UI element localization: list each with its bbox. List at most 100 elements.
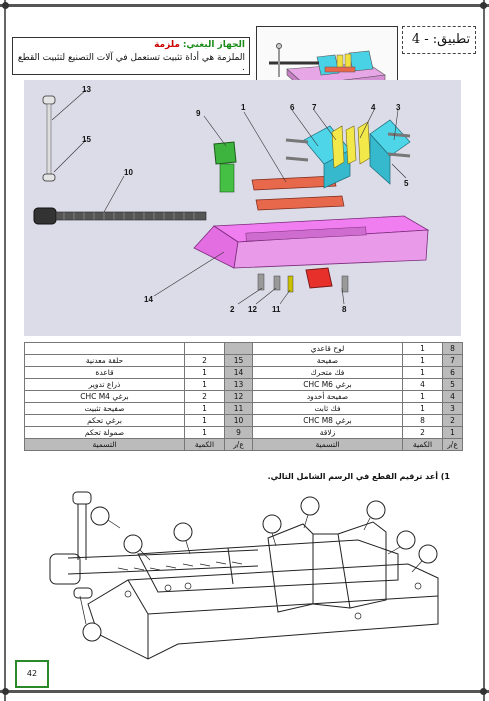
callout-label: 14	[144, 295, 153, 304]
callout-label: 11	[272, 305, 281, 314]
table-header-cell: الكمية	[184, 438, 225, 451]
table-cell-qty: 1	[402, 366, 443, 379]
table-cell-num	[224, 342, 253, 355]
page-number: 42	[15, 660, 49, 688]
table-cell-qty: 1	[402, 390, 443, 403]
table-cell-qty: 1	[184, 426, 225, 439]
exploded-view-diagram: 13 15 10 9 1 6 7 4 3 5 14 2 12 11 8	[24, 80, 461, 336]
page-border-left	[4, 0, 6, 701]
table-cell-num: 7	[442, 354, 463, 367]
callout-label: 3	[396, 103, 401, 112]
table-cell-name: فك ثابت	[252, 402, 403, 415]
table-cell-qty: 1	[402, 354, 443, 367]
table-cell-name: صمولة تحكم	[24, 426, 185, 439]
callout-label: 7	[312, 103, 317, 112]
callout-label: 12	[248, 305, 257, 314]
table-header-cell: الكمية	[402, 438, 443, 451]
table-header-row: ع/ر الكمية التسمية ع/ر الكمية التسمية	[24, 438, 463, 451]
table-header-cell: ع/ر	[224, 438, 253, 451]
table-row: 4 1 صفيحة أخدود 12 2 برغي CHC M4	[24, 390, 463, 403]
table-cell-num: 11	[224, 402, 253, 415]
question-1: 1) أعد ترقيم القطع في الرسم الشامل التال…	[250, 472, 450, 481]
page-border-right	[483, 0, 485, 701]
table-cell-qty: 1	[184, 366, 225, 379]
table-cell-num: 3	[442, 402, 463, 415]
table-cell-qty: 1	[184, 414, 225, 427]
table-header-cell: التسمية	[24, 438, 185, 451]
table-cell-name: فك متحرك	[252, 366, 403, 379]
page-border-top	[0, 4, 489, 7]
table-row: 1 2 زلاقة 9 1 صمولة تحكم	[24, 426, 463, 439]
table-cell-num: 9	[224, 426, 253, 439]
table-row: 7 1 صفيحة 15 2 حلقة معدنية	[24, 354, 463, 367]
parts-list-table: 8 1 لوح قاعدي 7 1 صفيحة 15 2 حلقة معدنية…	[24, 342, 463, 451]
callout-label: 6	[290, 103, 295, 112]
device-name: ملزمة	[154, 40, 180, 50]
callout-label: 13	[82, 85, 91, 94]
table-cell-num: 2	[442, 414, 463, 427]
callout-label: 10	[124, 168, 133, 177]
table-cell-num: 14	[224, 366, 253, 379]
callout-label: 8	[342, 305, 347, 314]
table-cell-qty: 1	[184, 402, 225, 415]
table-cell-qty: 1	[184, 378, 225, 391]
table-cell-name: صفيحة تثبيت	[24, 402, 185, 415]
table-cell-name: برغي CHC M8	[252, 414, 403, 427]
table-row: 8 1 لوح قاعدي	[24, 342, 463, 355]
table-cell-qty: 1	[402, 342, 443, 355]
table-cell-num: 1	[442, 426, 463, 439]
table-cell-name: صفيحة أخدود	[252, 390, 403, 403]
table-cell-num: 12	[224, 390, 253, 403]
table-cell-name: حلقة معدنية	[24, 354, 185, 367]
table-cell-name: ذراع تدوير	[24, 378, 185, 391]
question-number: 1)	[440, 472, 450, 481]
table-cell-num: 10	[224, 414, 253, 427]
section-heading: تطبيق: - 4	[402, 26, 476, 54]
table-cell-qty: 2	[184, 390, 225, 403]
callout-label: 15	[82, 135, 91, 144]
table-row: 3 1 فك ثابت 11 1 صفيحة تثبيت	[24, 402, 463, 415]
section-title: تطبيق:	[432, 32, 471, 47]
vise-thumbnail	[256, 26, 398, 96]
table-cell-qty: 2	[402, 426, 443, 439]
question-text: أعد ترقيم القطع في الرسم الشامل التالي.	[267, 472, 438, 481]
table-cell-name: زلاقة	[252, 426, 403, 439]
corner-dot	[480, 688, 487, 695]
device-info-box: الجهاز البغني: ملزمة الملزمة هي أداة تثب…	[12, 37, 250, 75]
table-header-cell: ع/ر	[442, 438, 463, 451]
callout-label: 5	[404, 179, 409, 188]
table-cell-name: برغي CHC M6	[252, 378, 403, 391]
callout-label: 2	[230, 305, 235, 314]
table-cell-qty: 1	[402, 402, 443, 415]
assembly-drawing	[28, 484, 460, 674]
table-row: 6 1 فك متحرك 14 1 قاعدة	[24, 366, 463, 379]
table-cell-qty	[184, 342, 225, 355]
table-cell-num: 6	[442, 366, 463, 379]
callout-label: 1	[241, 103, 246, 112]
table-row: 2 8 برغي CHC M8 10 1 برغي تحكم	[24, 414, 463, 427]
table-cell-name: صفيحة	[252, 354, 403, 367]
table-cell-num: 4	[442, 390, 463, 403]
table-cell-name: لوح قاعدي	[252, 342, 403, 355]
table-cell-name: قاعدة	[24, 366, 185, 379]
table-cell-qty: 4	[402, 378, 443, 391]
section-dash: -	[424, 32, 429, 47]
corner-dot	[2, 2, 9, 9]
table-header-cell: التسمية	[252, 438, 403, 451]
table-cell-name: برغي تحكم	[24, 414, 185, 427]
table-cell-num: 13	[224, 378, 253, 391]
table-cell-name: برغي CHC M4	[24, 390, 185, 403]
table-cell-qty: 8	[402, 414, 443, 427]
table-row: 5 4 برغي CHC M6 13 1 ذراع تدوير	[24, 378, 463, 391]
device-description: الملزمة هي أداة تثبيت تستعمل في آلات الت…	[17, 53, 245, 73]
table-cell-qty: 2	[184, 354, 225, 367]
page-border-bottom	[0, 690, 489, 693]
device-label: الجهاز البغني:	[182, 40, 245, 50]
callout-label: 9	[196, 109, 201, 118]
table-cell-num: 15	[224, 354, 253, 367]
callout-label: 4	[371, 103, 376, 112]
table-cell-name	[24, 342, 185, 355]
table-cell-num: 5	[442, 378, 463, 391]
table-cell-num: 8	[442, 342, 463, 355]
section-number: 4	[411, 32, 421, 47]
